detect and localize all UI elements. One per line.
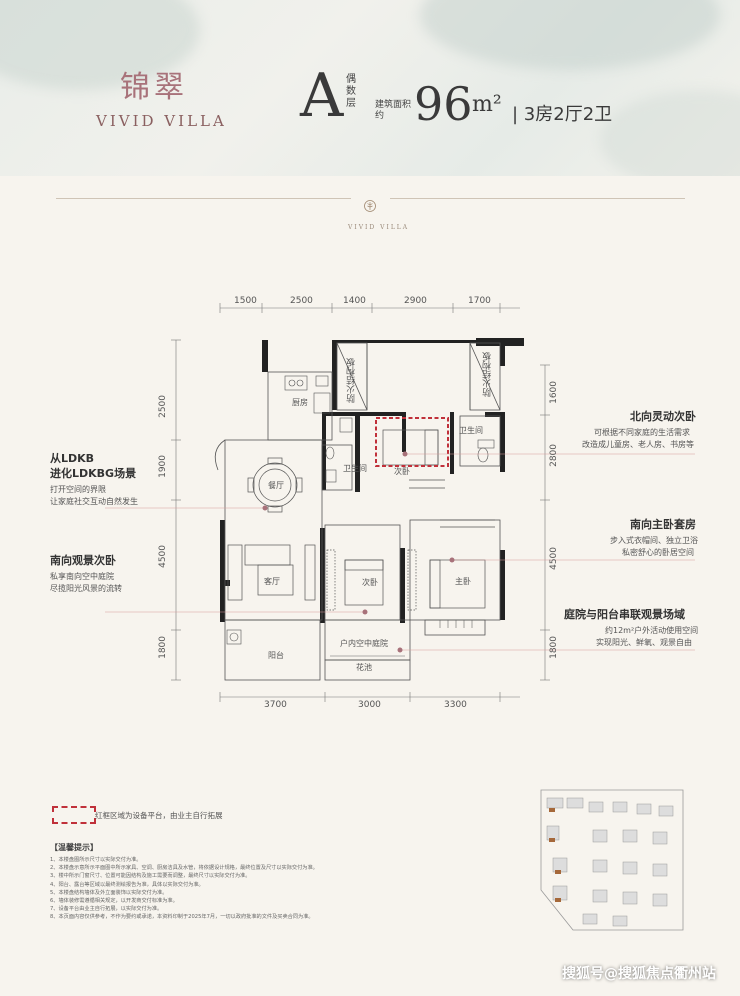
dim-top-3: 1400 <box>343 296 366 306</box>
room-bath-middle: 卫生间 <box>343 464 367 473</box>
notes-list: 1、本楼盘图所示尺寸以实际交付为准。 2、本楼盘示意所示平面图中所示家具、空调、… <box>50 856 535 922</box>
note-item: 1、本楼盘图所示尺寸以实际交付为准。 <box>50 857 142 863</box>
room-config: | 3房2厅2卫 <box>512 104 613 125</box>
tree-logo-icon <box>364 200 376 212</box>
annotation-south-bedroom-desc-2: 尽揽阳光风景的流转 <box>50 584 122 593</box>
note-item: 6、墙体装修需遵循相关规定，以开发商交付标准为准。 <box>50 898 178 905</box>
area-value: 96 <box>414 77 473 131</box>
room-fire-left: 防火结构板 <box>347 358 357 403</box>
dimension-lines <box>171 303 550 702</box>
room-living: 客厅 <box>264 577 280 586</box>
room-bath-north: 卫生间 <box>459 426 483 435</box>
annotation-south-bedroom-title: 南向观景次卧 <box>50 554 116 567</box>
annotation-south-bedroom-desc-1: 私享南向空中庭院 <box>50 572 114 581</box>
unit-type-sub: 偶数层 <box>346 74 356 109</box>
equipment-platform-highlight <box>375 417 449 467</box>
note-item: 7、设备平台由业主自行拓展，以实际交付为准。 <box>50 906 163 913</box>
dim-bottom-3: 3300 <box>444 700 467 710</box>
dim-bottom-1: 3700 <box>264 700 287 710</box>
dim-bottom-2: 3000 <box>358 700 381 710</box>
bedroom-furniture <box>326 429 486 611</box>
annotation-ldkbg-desc-2: 让家庭社交互动自然发生 <box>50 497 138 506</box>
window-hatches <box>330 620 473 657</box>
dim-top-2: 2500 <box>290 296 313 306</box>
room-fire-right: 防火结构板 <box>483 352 493 397</box>
annotation-garden-desc-1: 约12m²户外活动使用空间 <box>605 626 699 635</box>
room-outlines <box>214 342 501 681</box>
annotation-garden-desc-2: 实现阳光、鲜氧、观景自由 <box>596 638 692 647</box>
divider-right <box>390 198 685 199</box>
dim-right-4: 1800 <box>549 636 559 659</box>
room-garden: 户内空中庭院 <box>340 639 388 648</box>
dim-right-3: 4500 <box>549 547 559 570</box>
dim-left-1: 2500 <box>158 395 168 418</box>
room-dining: 餐厅 <box>268 481 284 490</box>
dim-left-3: 4500 <box>158 545 168 568</box>
room-kitchen: 厨房 <box>292 398 308 407</box>
note-item: 5、本楼盘结构墙体及外立面装饰以实际交付为准。 <box>50 889 168 896</box>
note-item: 8、本页面内容仅供参考，不作为要约或承诺，本资料印制于2025年7月，一切以政府… <box>50 914 314 921</box>
annotation-master-title: 南向主卧套房 <box>630 518 696 531</box>
divider-left <box>56 198 351 199</box>
annotation-north-bedroom-desc-1: 可根据不同家庭的生活需求 <box>594 428 690 437</box>
bathroom-fixtures <box>325 417 495 483</box>
legend-dashed-box <box>52 806 96 824</box>
room-flower-bed: 花池 <box>356 663 372 672</box>
annotation-master-desc-2: 私密舒心的卧居空间 <box>622 548 694 557</box>
dim-top-1: 1500 <box>234 296 257 306</box>
room-bedroom-north: 次卧 <box>394 467 410 476</box>
washer-icon <box>226 629 242 645</box>
dim-left-4: 1800 <box>158 636 168 659</box>
site-minimap <box>533 780 693 940</box>
annotation-north-bedroom-desc-2: 改造成儿童房、老人房、书房等 <box>582 440 694 449</box>
brand-name-cn: 锦翠 <box>120 70 188 105</box>
annotation-north-bedroom-title: 北向灵动次卧 <box>630 410 696 423</box>
unit-type-letter: A <box>300 61 344 131</box>
note-item: 4、阳台、露台等区域以最终测绘报告为准，具体以实际交付为准。 <box>50 881 204 888</box>
pointer-dots <box>262 451 455 653</box>
dim-top-4: 2900 <box>404 296 427 306</box>
room-bedroom-south: 次卧 <box>362 578 378 587</box>
living-furniture <box>227 544 316 601</box>
kitchen-fixtures <box>284 375 331 414</box>
room-master: 主卧 <box>455 577 471 586</box>
area-label: 建筑面积约 <box>375 100 412 121</box>
annotation-ldkbg-desc-1: 打开空间的界限 <box>50 485 106 494</box>
annotation-master-desc-1: 步入式衣帽间、独立卫浴 <box>610 536 698 545</box>
note-item: 3、楼中所示门窗尺寸、位置可能因结构及施工需要而调整，最终尺寸以实际交付为准。 <box>50 873 251 880</box>
annotation-ldkbg-title-1: 从LDKB <box>50 452 95 465</box>
dim-right-2: 2800 <box>549 444 559 467</box>
dining-table <box>247 457 303 513</box>
area-unit: m² <box>472 92 502 117</box>
room-balcony: 阳台 <box>268 651 284 660</box>
dim-left-2: 1900 <box>158 455 168 478</box>
brand-name-en: VIVID VILLA <box>96 112 227 130</box>
notes-title: 【温馨提示】 <box>50 843 98 852</box>
dim-right-1: 1600 <box>549 381 559 404</box>
floor-plan <box>105 303 695 702</box>
annotation-garden-title: 庭院与阳台串联观景场域 <box>564 608 685 621</box>
legend-text: 红框区域为设备平台，由业主自行拓展 <box>95 811 223 820</box>
logo-text: VIVID VILLA <box>348 224 410 231</box>
pointer-lines <box>105 453 695 651</box>
header-banner <box>0 0 740 176</box>
note-item: 2、本楼盘示意所示平面图中所示家具、空调、厨房洁具及水管，将依据设计规格，最终位… <box>50 865 318 872</box>
watermark: 搜狐号@搜狐焦点衢州站 <box>562 966 716 982</box>
annotation-ldkbg-title-2: 进化LDKBG场景 <box>50 467 137 480</box>
dim-top-5: 1700 <box>468 296 491 306</box>
